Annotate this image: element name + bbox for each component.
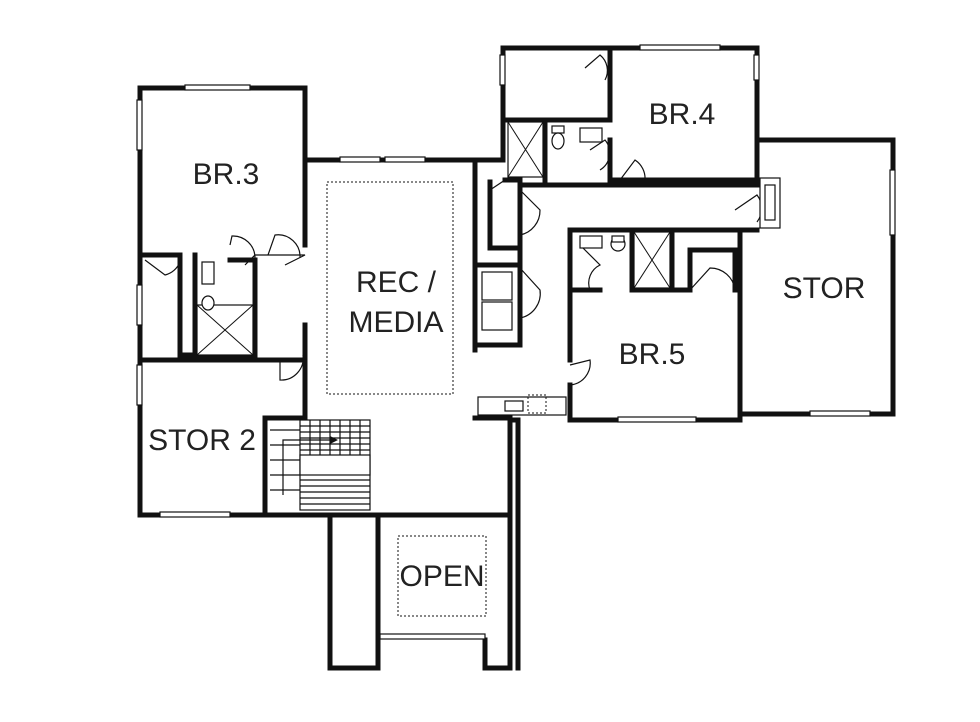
room-label-stor2: STOR 2 (148, 424, 256, 457)
stairs (270, 419, 371, 511)
room-label-open: OPEN (399, 560, 484, 593)
room-label-rec-line1: REC / (356, 266, 437, 299)
room-label-stor: STOR (783, 272, 866, 305)
room-label-rec-line2: MEDIA (348, 306, 443, 339)
rec-media-dashed-area (326, 181, 454, 395)
windows (136, 44, 896, 640)
room-label-br4: BR.4 (649, 98, 716, 131)
room-label-br3: BR.3 (193, 158, 260, 191)
doors (144, 54, 763, 386)
open-dashed-area (397, 535, 487, 617)
fixtures (196, 121, 781, 416)
room-label-br5: BR.5 (619, 338, 686, 371)
